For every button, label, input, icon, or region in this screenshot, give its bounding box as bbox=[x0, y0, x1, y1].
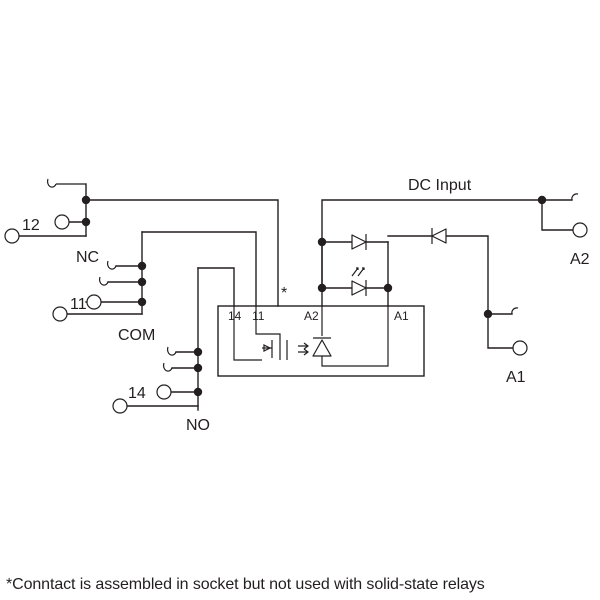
polarity-diode bbox=[351, 234, 367, 250]
terminal-no-screw bbox=[112, 398, 128, 414]
terminal-12-screw bbox=[54, 214, 70, 230]
box-pin-11-label: 11 bbox=[252, 309, 265, 323]
no-label: NO bbox=[186, 417, 210, 434]
indicator-led bbox=[351, 280, 367, 296]
terminal-a1-screw bbox=[512, 340, 528, 356]
asterisk-note-marker: * bbox=[281, 285, 287, 302]
box-pin-a2-label: A2 bbox=[304, 309, 319, 323]
mosfet-symbol bbox=[233, 306, 288, 361]
pin-14-label: 14 bbox=[128, 385, 146, 402]
pin-12-label: 12 bbox=[22, 217, 40, 234]
terminal-a2-screw bbox=[572, 222, 588, 238]
terminal-com-screw bbox=[52, 306, 68, 322]
terminal-nc-screw bbox=[4, 228, 20, 244]
terminal-11-screw bbox=[86, 294, 102, 310]
free-wheel-diode bbox=[431, 228, 447, 244]
no-terminal-group: 14 NO bbox=[112, 267, 235, 434]
optocoupler-symbol bbox=[298, 306, 389, 367]
relay-module-box bbox=[217, 305, 425, 377]
box-pin-14-label: 14 bbox=[228, 309, 242, 323]
dc-input-label: DC Input bbox=[408, 177, 472, 194]
box-pin-a1-label: A1 bbox=[394, 309, 409, 323]
dc-input-circuit: DC Input A2 A1 bbox=[317, 177, 590, 386]
nc-label: NC bbox=[76, 249, 99, 266]
com-terminal-group: 11 COM bbox=[52, 231, 257, 344]
solid-state-relay-module: 14 11 A2 A1 * bbox=[217, 285, 425, 377]
a1-label: A1 bbox=[506, 369, 526, 386]
footnote-text: *Conntact is assembled in socket but not… bbox=[6, 576, 485, 593]
nc-terminal-group: 12 NC bbox=[4, 178, 279, 307]
pin-11-label: 11 bbox=[70, 296, 87, 313]
a2-label: A2 bbox=[570, 251, 590, 268]
com-label: COM bbox=[118, 327, 155, 344]
terminal-14-screw bbox=[156, 384, 172, 400]
